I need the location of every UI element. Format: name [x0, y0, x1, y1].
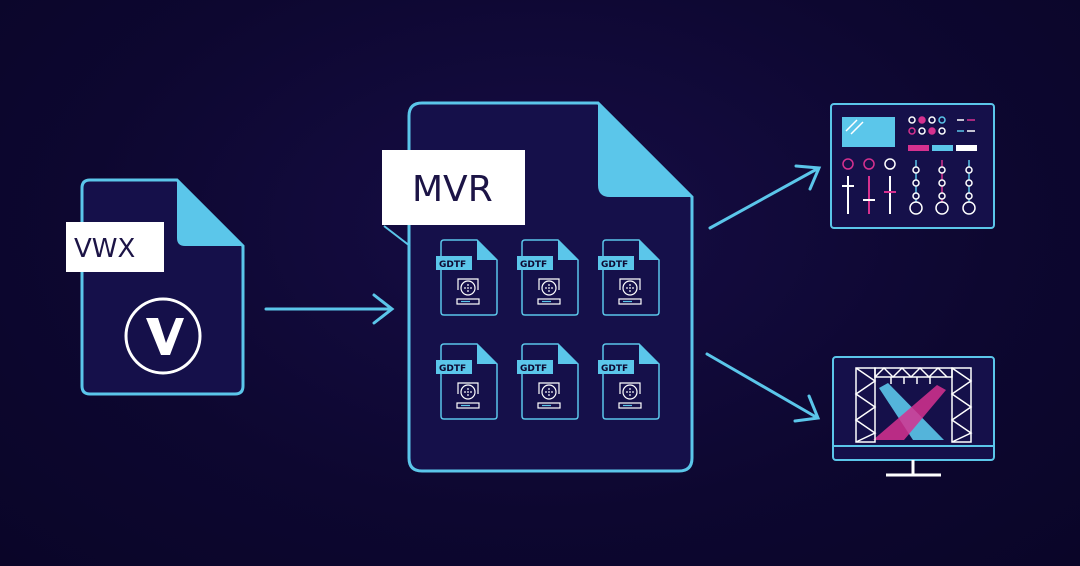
- gdtf-file-corner-fold: [639, 240, 659, 260]
- mvr-file-corner-fold: [598, 103, 692, 197]
- moving-head-fixture-icon: [618, 382, 642, 409]
- gdtf-file-2: GDTF: [517, 239, 579, 316]
- mvr-file: MVR GDTF GDTF GDTF GDTF GDTF GDTF: [382, 101, 694, 473]
- vwx-file: VWX: [66, 178, 245, 396]
- arrow-mvr-to-console: [708, 164, 822, 230]
- gdtf-file-corner-fold: [639, 344, 659, 364]
- gdtf-file-5: GDTF: [517, 343, 579, 420]
- gdtf-file-grid: GDTF GDTF GDTF GDTF GDTF GDTF: [436, 239, 660, 420]
- gdtf-label: GDTF: [601, 260, 628, 270]
- vectorworks-logo-icon: [124, 297, 202, 375]
- moving-head-fixture-icon: [537, 382, 561, 409]
- gdtf-file-corner-fold: [558, 240, 578, 260]
- gdtf-file-3: GDTF: [598, 239, 660, 316]
- moving-head-fixture-icon: [456, 278, 480, 305]
- lighting-console-icon: [830, 103, 995, 229]
- moving-head-fixture-icon: [618, 278, 642, 305]
- gdtf-label-box: [598, 360, 634, 374]
- gdtf-file-1: GDTF: [436, 239, 498, 316]
- gdtf-label-box: [517, 256, 553, 270]
- gdtf-label: GDTF: [439, 364, 466, 374]
- arrow-vwx-to-mvr: [264, 293, 395, 325]
- mvr-label-box: [382, 150, 525, 225]
- gdtf-file-corner-fold: [477, 240, 497, 260]
- gdtf-label-box: [436, 360, 472, 374]
- vwx-file-corner-fold: [177, 180, 243, 246]
- gdtf-label-box: [436, 256, 472, 270]
- gdtf-label-box: [517, 360, 553, 374]
- visualizer-monitor-icon: [832, 356, 995, 477]
- vwx-file-outline: [80, 178, 245, 396]
- mvr-label: MVR: [412, 169, 493, 210]
- arrow-mvr-to-visualizer: [705, 352, 821, 423]
- gdtf-label-box: [598, 256, 634, 270]
- gdtf-file-corner-fold: [558, 344, 578, 364]
- gdtf-file-corner-fold: [477, 344, 497, 364]
- vwx-label-box: [66, 222, 164, 272]
- moving-head-fixture-icon: [537, 278, 561, 305]
- gdtf-label: GDTF: [520, 260, 547, 270]
- gdtf-file-4: GDTF: [436, 343, 498, 420]
- gdtf-label: GDTF: [520, 364, 547, 374]
- gdtf-label: GDTF: [601, 364, 628, 374]
- vwx-label: VWX: [74, 234, 135, 264]
- gdtf-label: GDTF: [439, 260, 466, 270]
- gdtf-file-6: GDTF: [598, 343, 660, 420]
- moving-head-fixture-icon: [456, 382, 480, 409]
